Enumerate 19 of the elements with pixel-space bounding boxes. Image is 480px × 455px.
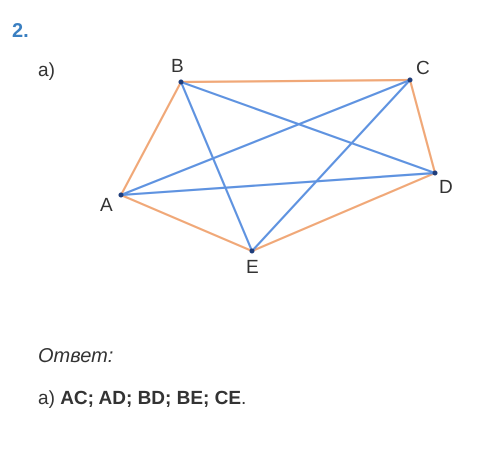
line-segment <box>120 194 252 252</box>
vertex-label: C <box>416 58 430 80</box>
line-segment <box>408 80 436 174</box>
line-segment <box>251 79 411 252</box>
subtask-label: а) <box>38 60 55 82</box>
line-segment <box>252 172 436 252</box>
answer-text: а) AC; AD; BD; BE; CE. <box>38 388 246 410</box>
line-segment <box>120 78 410 196</box>
vertex-label: B <box>171 56 184 78</box>
vertex-label: D <box>439 177 453 199</box>
line-segment <box>120 172 436 196</box>
vertex-label: A <box>100 195 113 217</box>
problem-number: 2. <box>12 20 29 42</box>
line-segment <box>120 81 182 196</box>
line-segment <box>180 80 436 174</box>
answer-heading: Ответ: <box>38 345 114 367</box>
vertex-label: E <box>246 257 259 279</box>
line-segment <box>180 82 254 252</box>
line-segment <box>181 78 410 84</box>
